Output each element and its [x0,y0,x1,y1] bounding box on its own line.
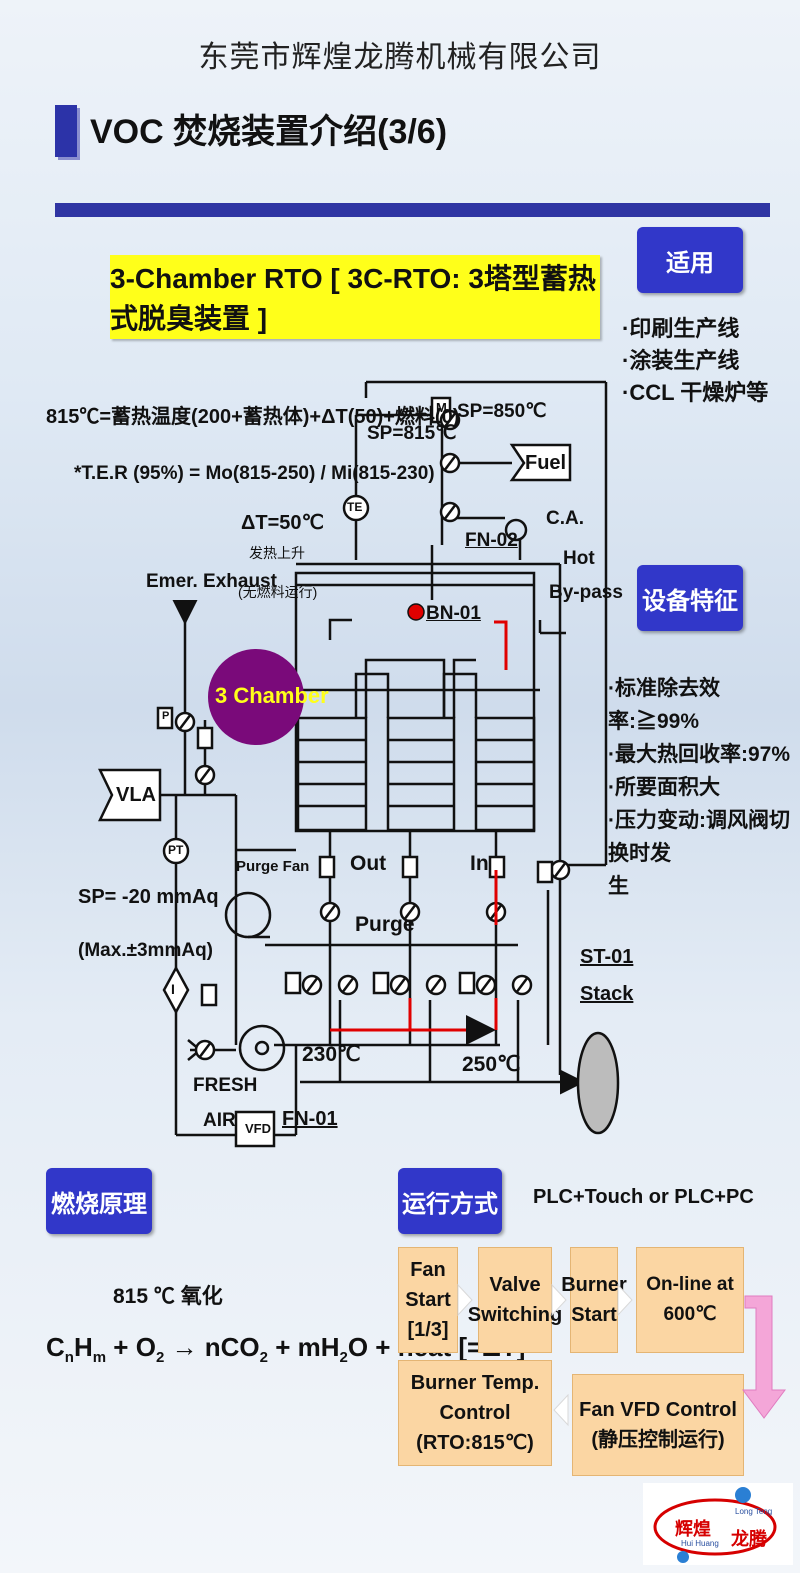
fuel-inlet [509,443,572,482]
temp-250-label: 250℃ [462,1053,521,1076]
heat-note-2: (无燃料运行) [238,584,318,600]
emergency-exhaust-label: Emer. Exhaust [146,571,277,592]
logo-cn-2: 龙腾 [731,1529,767,1549]
fuel-label: Fuel [525,452,567,474]
fresh-label: FRESH [193,1075,258,1096]
chamber-1-media [296,716,368,832]
chamber-badge [208,649,304,745]
ca-label: C.A. [546,508,584,529]
company-logo: 辉煌 龙腾 Long Teng Hui Huang [643,1483,793,1565]
bn01-label: BN-01 [426,603,481,624]
bypass-label: By-pass [549,582,623,603]
sp-pressure-label: SP= -20 mmAq [78,886,219,908]
purge-fan-label: Purge Fan [236,858,310,875]
logo-cn-1: 辉煌 [675,1519,711,1539]
control-system: PLC+Touch or PLC+PC [533,1186,754,1208]
formula-temp: 815℃=蓄热温度(200+蓄热体)+ΔT(50)+燃料(0) [46,406,460,428]
applicable-item: ·CCL 干燥炉等 [622,380,769,405]
title-divider [55,203,770,217]
feature-item: ·压力变动:调风阀切换时发 [608,809,790,865]
delta-t-label: ΔT=50℃ [241,512,324,534]
fn02-label: FN-02 [465,530,518,551]
fn01-label: FN-01 [282,1108,338,1130]
p-gauge-label: P [162,710,170,722]
fn-01-fan [238,1024,286,1072]
formula-ter: *T.E.R (95%) = Mo(815-250) / Mi(815-230) [74,463,435,484]
temp-230-label: 230℃ [302,1043,361,1066]
stack-label: Stack [580,983,634,1005]
feature-item: ·标准除去效率:≧99% [608,677,720,733]
sp850-label: SP=850℃ [457,401,547,422]
purge-label: Purge [355,913,415,936]
flow-step-burner-temp: Burner Temp. Control(RTO:815℃) [398,1360,552,1466]
logo-mark [653,1487,777,1563]
fn-02-fan [504,518,528,542]
sp815-label: SP=815℃ [367,423,457,444]
chamber-label: 3 Chamber [215,683,329,708]
flow-arrow [457,1283,473,1317]
hot-label: Hot [563,548,595,569]
flow-arrow [551,1283,567,1317]
features-list: ·标准除去效率:≧99% ·最大热回收率:97% ·所要面积大 ·压力变动:调风… [608,672,800,903]
logo-en-2: Hui Huang [681,1539,719,1548]
i-label: I [171,981,175,997]
chamber-3-media [474,716,536,832]
combustion-label: 燃烧原理 [46,1168,152,1234]
feature-item: 生 [608,875,629,898]
feature-item: ·最大热回收率:97% [608,743,791,766]
pt-label: PT [168,843,184,857]
feature-item: ·所要面积大 [608,776,720,799]
vfd-box [234,1110,276,1148]
out-label: Out [350,852,387,875]
vla-inlet [98,768,162,822]
vfd-label: VFD [245,1121,271,1136]
applicable-label: 适用 [637,227,743,293]
company-name: 东莞市辉煌龙腾机械有限公司 [198,41,602,74]
flow-arrow [617,1283,633,1317]
applicable-list: ·印刷生产线 ·涂装生产线 ·CCL 干燥炉等 [622,313,768,409]
i-indicator [162,965,190,1015]
in-label: In [470,852,489,875]
te-label: TE [347,500,363,514]
chamber-2-media [386,716,456,832]
max-pressure-label: (Max.±3mmAq) [78,940,214,961]
motor-label: M [436,400,447,415]
stack-st01 [576,1031,620,1135]
applicable-item: ·印刷生产线 [622,316,740,341]
rto-banner: 3-Chamber RTO [ 3C-RTO: 3塔型蓄热式脱臭装置 ] [110,255,600,339]
heat-note-1: 发热上升 [249,545,305,561]
operation-label: 运行方式 [398,1168,502,1234]
air-label: AIR [203,1110,236,1131]
page-title: VOC 焚烧装置介绍(3/6) [90,113,448,151]
features-label: 设备特征 [637,565,743,631]
st01-label: ST-01 [580,946,634,968]
vla-label: VLA [116,784,156,806]
oxidation-note: 815 ℃ 氧化 [113,1285,223,1308]
flow-step-fan-vfd: Fan VFD Control(静压控制运行) [572,1374,744,1476]
flow-step-online: On-line at 600℃ [636,1247,744,1353]
logo-en-1: Long Teng [735,1507,773,1516]
title-marker [55,105,77,157]
flow-arrow [553,1393,569,1427]
loop-arrow [742,1295,786,1419]
applicable-item: ·涂装生产线 [622,348,740,373]
